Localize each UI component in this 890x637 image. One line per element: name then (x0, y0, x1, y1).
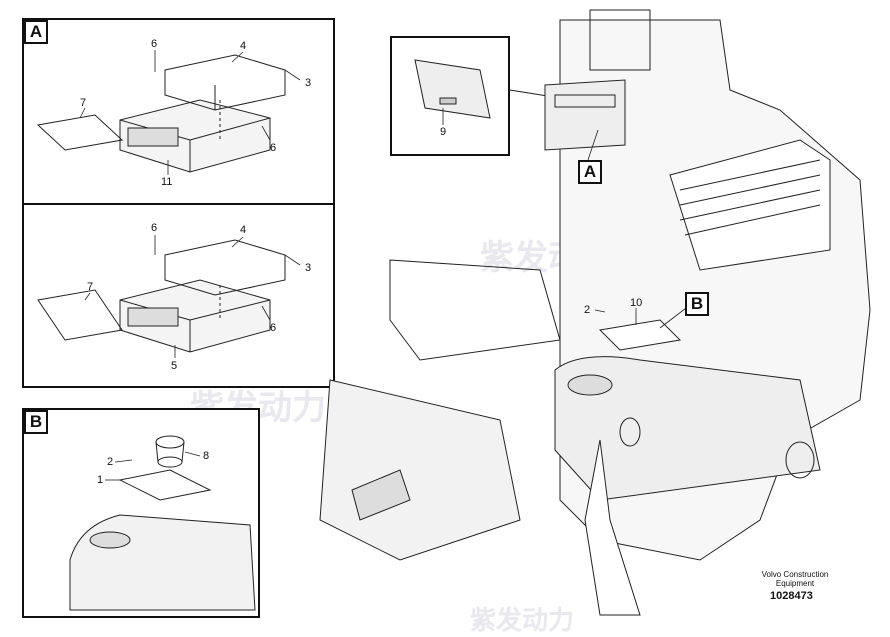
speaker-8 (155, 435, 185, 468)
frame-7b (37, 289, 123, 341)
bracket-4b (164, 239, 286, 296)
callout-label: 9 (440, 126, 447, 138)
cab-illustration (319, 9, 871, 616)
callout-label: 3 (305, 77, 312, 89)
panel-a-divider (22, 203, 335, 205)
radio-unit-5 (119, 279, 271, 353)
panel-9 (414, 59, 491, 119)
callout-label: 6 (151, 222, 158, 234)
callout-label: 5 (171, 360, 178, 372)
callout-label: 2 (107, 456, 114, 468)
callout-label: 4 (240, 224, 247, 236)
panel-b-tag: B (24, 410, 48, 434)
radio-unit-11 (119, 99, 271, 173)
console-b (69, 514, 256, 611)
callout-label: 8 (203, 450, 210, 462)
panel-a-tag: A (24, 20, 48, 44)
frame-7 (36, 114, 124, 151)
callout-label: 7 (87, 281, 94, 293)
bracket-4 (164, 54, 286, 111)
main-tag-a: A (578, 160, 602, 184)
callout-label: 1 (97, 474, 104, 486)
callout-label: 10 (630, 297, 643, 309)
callout-label: 6 (270, 142, 277, 154)
drawing-number: 1028473 (770, 590, 813, 602)
callout-label: 3 (305, 262, 312, 274)
plate-1 (118, 469, 212, 501)
callout-label: 4 (240, 40, 247, 52)
callout-label: 6 (270, 322, 277, 334)
main-tag-b: B (685, 292, 709, 316)
callout-label: 7 (80, 97, 87, 109)
callout-label: 6 (151, 38, 158, 50)
callout-label: 11 (161, 176, 173, 188)
callout-label: 2 (584, 304, 591, 316)
